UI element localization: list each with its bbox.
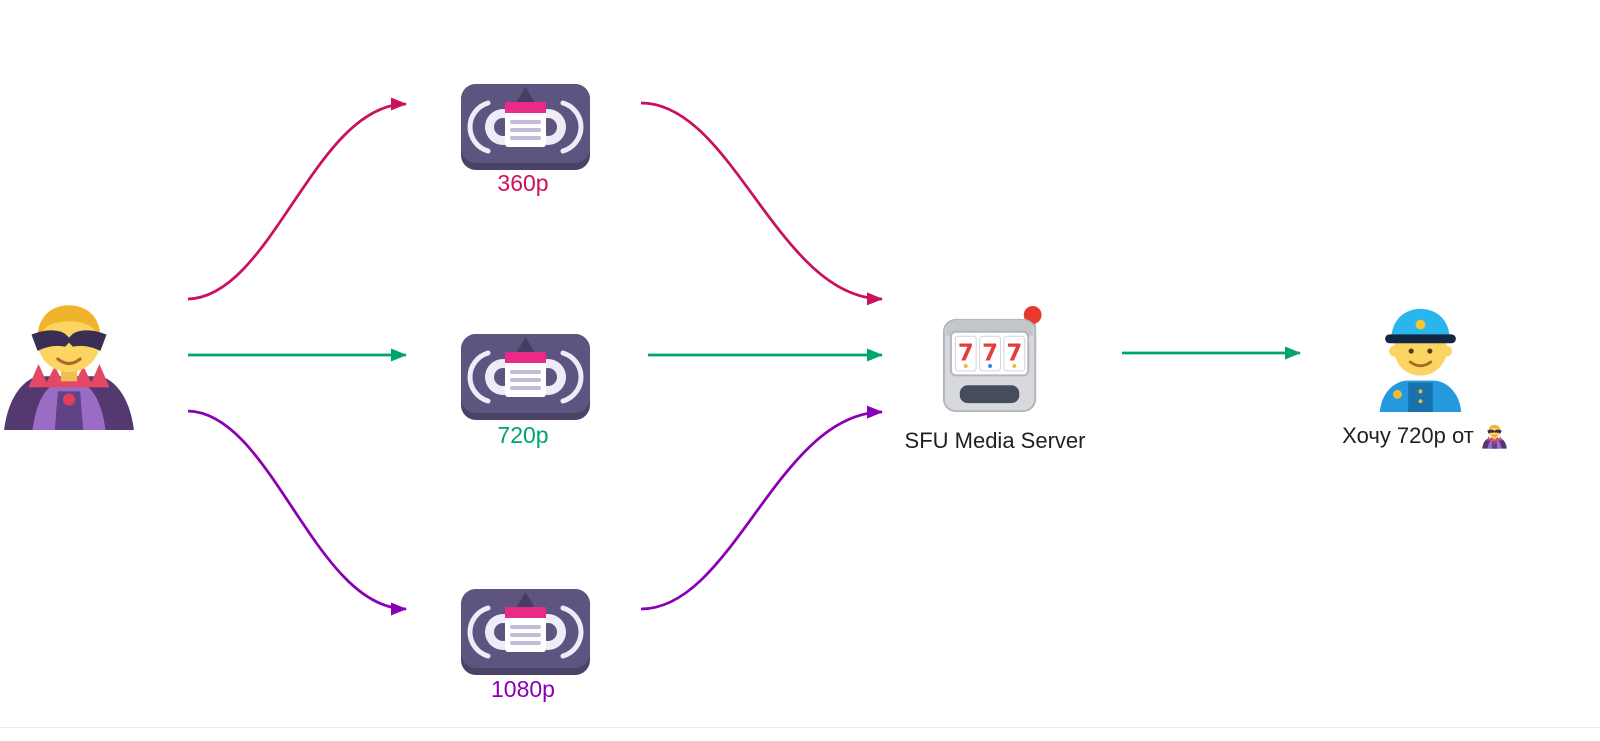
police-officer-icon xyxy=(1364,300,1477,413)
node-stream-360p xyxy=(458,72,593,172)
edge-source-to-1080p xyxy=(187,409,407,616)
supervillain-icon xyxy=(1481,422,1508,449)
viewer-label-text: Хочу 720p от xyxy=(1342,422,1474,448)
node-stream-1080p xyxy=(458,577,593,677)
slot-machine-icon xyxy=(938,302,1052,419)
node-viewer xyxy=(1364,300,1477,413)
page-divider xyxy=(0,727,1600,728)
videocassette-icon xyxy=(458,72,593,172)
stream-label-360p: 360p xyxy=(497,170,549,196)
viewer-label: Хочу 720p от xyxy=(1275,422,1575,449)
server-label: SFU Media Server xyxy=(904,428,1086,453)
node-source-publisher xyxy=(0,290,140,432)
videocassette-icon xyxy=(458,322,593,422)
edge-source-to-360p xyxy=(187,97,407,301)
videocassette-icon xyxy=(458,577,593,677)
stream-label-1080p: 1080p xyxy=(491,676,555,702)
node-stream-720p xyxy=(458,322,593,422)
node-sfu-server xyxy=(938,302,1052,419)
stream-label-720p: 720p xyxy=(497,422,549,448)
supervillain-icon xyxy=(0,290,140,432)
edge-1080p-to-server xyxy=(640,405,883,611)
edge-360p-to-server xyxy=(640,101,883,306)
